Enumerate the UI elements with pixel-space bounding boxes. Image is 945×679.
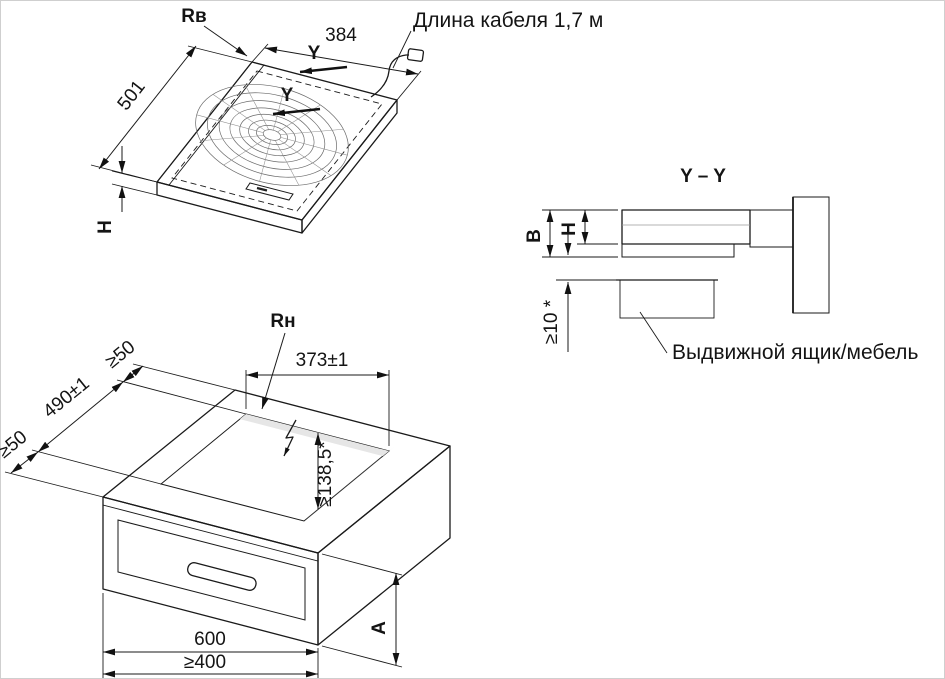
worktop-front-edge [102,496,319,562]
width-dimension: 384 [251,25,422,101]
electrical-connection-icon [283,419,297,457]
section-arrow-2 [272,107,321,117]
cooktop-section-base [621,243,735,258]
overall-height-label: B [524,229,545,243]
min-height-dimension: ≥138,5* [314,433,336,509]
cabinet-width-dimensions: 600 ≥400 [102,593,319,678]
burner-rings [195,84,349,186]
control-display [245,182,294,201]
cooktop-height-dimension: H [95,146,158,234]
min-height-label: ≥138,5* [315,441,336,507]
cutout-width-dimension: 373±1 [245,350,390,446]
drawer-handle [187,562,257,591]
cooktop-isometric-view: Длина кабеля 1,7 м Rв 384 Y Y 501 [90,6,603,234]
panel-height-label: A [369,621,390,635]
section-marker-y-2: Y [281,85,294,106]
width-dimension-label: 384 [325,25,357,46]
corner-radius-top-label: Rв [181,6,206,27]
section-arrow-1 [299,65,348,75]
min-gap-label: ≥10 * [541,299,562,344]
cutout-width-label: 373±1 [296,350,349,371]
display-mark [256,186,268,192]
cutout-radius-label: Rн [270,311,295,332]
drawer-front [117,519,306,621]
section-title: Y – Y [680,166,726,187]
min-gap-dimension: ≥10 * [541,234,618,352]
height-dimension-label: H [95,220,116,234]
cable-length-label: Длина кабеля 1,7 м [413,9,603,32]
corner-radius-leader [203,25,248,57]
furniture-leader [639,311,668,354]
front-height-dimension: A [321,553,403,668]
cutout-radius-leader [261,332,286,410]
cutout-inner-wall-right [304,447,394,521]
cutout-inner-wall-back [239,414,389,457]
min-cabinet-width-label: ≥400 [184,652,226,673]
overall-height-dimension: B [524,209,618,258]
body-height-label: H [559,222,580,236]
cabinet-width-label: 600 [194,629,226,650]
glass-outline [171,70,383,212]
body-height-dimension: H [559,210,618,245]
section-marker-y-1: Y [308,43,321,64]
section-view-y-y: Y – Y B H ≥10 * [524,166,918,364]
furniture-label: Выдвижной ящик/мебель [672,341,918,364]
